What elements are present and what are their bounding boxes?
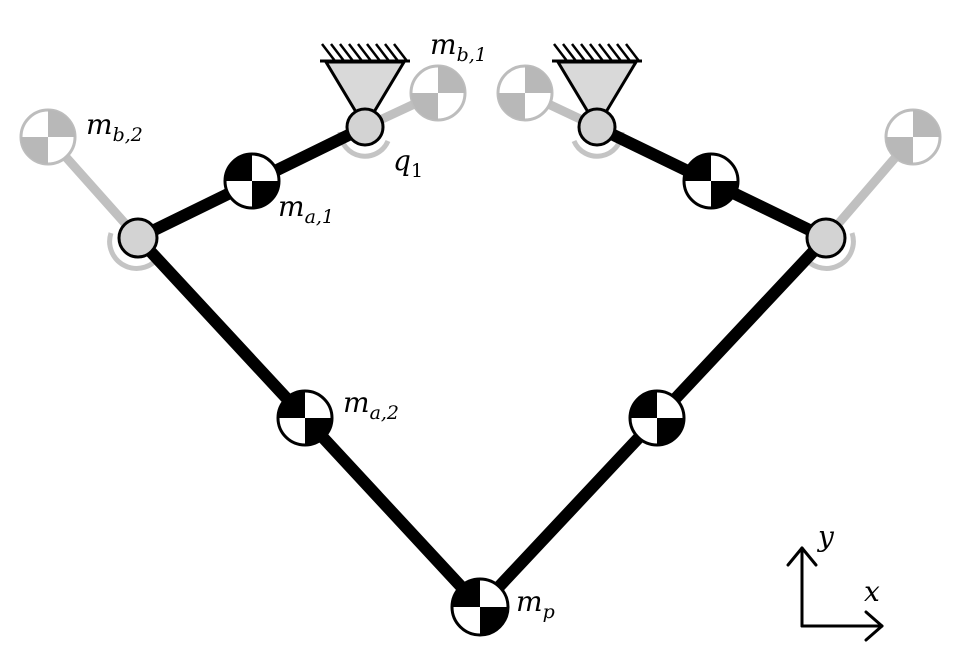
coordinate-axes [786,546,884,642]
joint-right-ground [577,107,617,147]
x-axis-arrowhead [864,610,884,642]
counterweight-mass-right-lower [884,108,942,166]
y-axis-arrowhead [786,546,818,567]
joints [117,107,847,259]
mass-left-distal [276,389,334,447]
label-ma2: ma,2 [343,386,399,424]
label-mb1: mb,1 [430,28,487,66]
mass-right-distal [628,389,686,447]
axis-label-x: x [864,575,880,608]
ground-support-left [320,43,410,130]
joint-right-elbow [805,217,847,259]
mass-right-proximal [682,152,740,210]
joint-left-ground [345,107,385,147]
axis-label-y: y [816,520,835,553]
label-q1: q1 [393,144,423,182]
counterweight-mass-left-upper [409,64,467,122]
label-mb2: mb,2 [86,108,143,146]
label-ma1: ma,1 [278,190,334,228]
ground-hatch-right [553,43,640,62]
label-mp: mp [516,585,555,623]
mass-left-proximal [223,152,281,210]
ground-hatch-left [321,43,408,62]
ground-support-right [552,43,642,130]
joint-left-elbow [117,217,159,259]
counterweight-mass-right-upper [496,64,554,122]
mass-platform [450,577,510,637]
counterweight-mass-left-lower [19,108,77,166]
